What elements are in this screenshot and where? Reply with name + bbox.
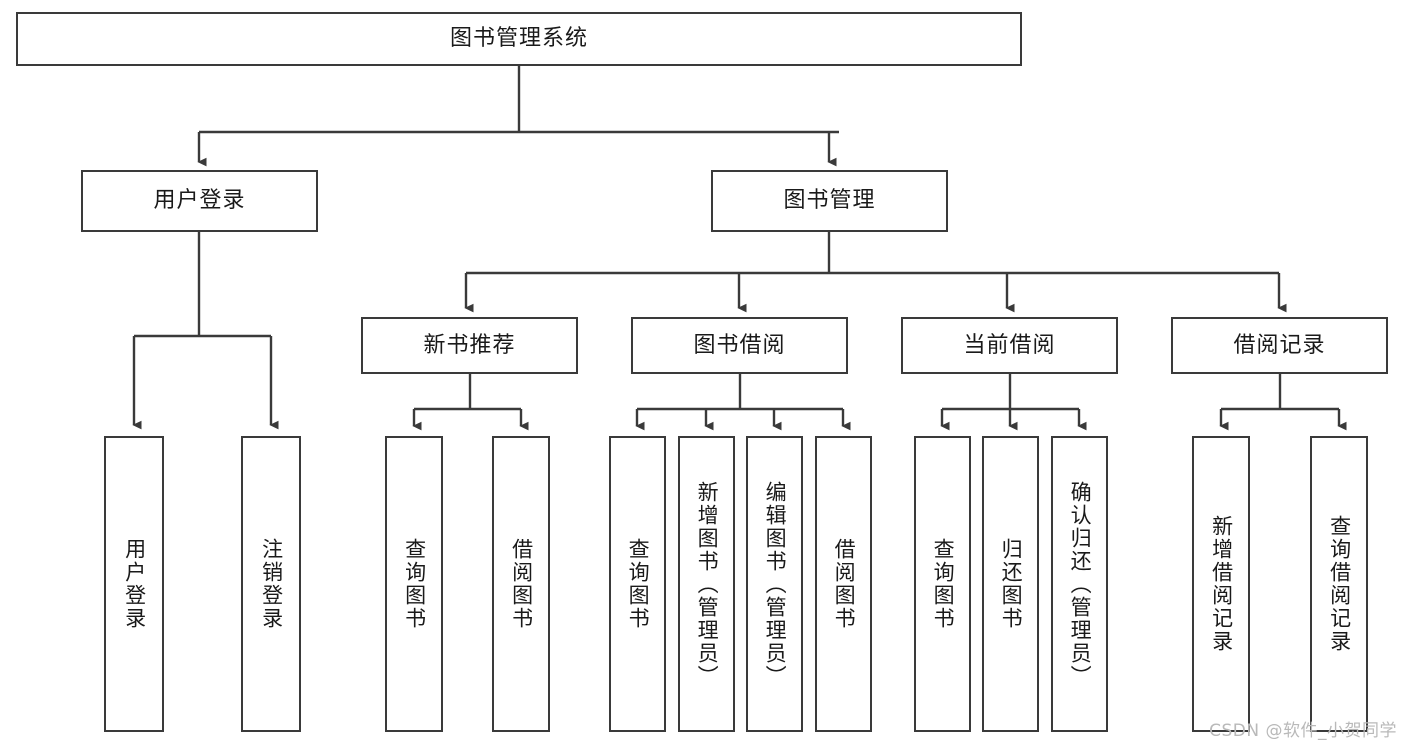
node-label: 借阅记录: [1233, 332, 1326, 358]
node-label: 编辑图书（管理员）: [763, 480, 788, 688]
leaf-book-borrow-borrow-book[interactable]: 借阅图书: [815, 436, 872, 732]
leaf-current-borrow-query-book[interactable]: 查询图书: [914, 436, 971, 732]
node-borrow-record[interactable]: 借阅记录: [1171, 317, 1388, 374]
node-label: 用户登录: [122, 538, 147, 630]
leaf-current-borrow-confirm-return-admin[interactable]: 确认归还（管理员）: [1051, 436, 1108, 732]
leaf-book-borrow-edit-book-admin[interactable]: 编辑图书（管理员）: [746, 436, 803, 732]
leaf-user-login-login[interactable]: 用户登录: [104, 436, 164, 732]
node-label: 用户登录: [153, 188, 246, 214]
leaf-user-login-logout[interactable]: 注销登录: [241, 436, 301, 732]
leaf-book-borrow-query-book[interactable]: 查询图书: [609, 436, 666, 732]
leaf-book-borrow-add-book-admin[interactable]: 新增图书（管理员）: [678, 436, 735, 732]
leaf-current-borrow-return-book[interactable]: 归还图书: [982, 436, 1039, 732]
node-label: 新增图书（管理员）: [695, 480, 720, 688]
node-label: 图书管理: [783, 188, 876, 214]
node-label: 确认归还（管理员）: [1068, 480, 1093, 688]
leaf-borrow-record-add-record[interactable]: 新增借阅记录: [1192, 436, 1250, 732]
leaf-borrow-record-query-record[interactable]: 查询借阅记录: [1310, 436, 1368, 732]
node-root-book-management-system[interactable]: 图书管理系统: [16, 12, 1022, 66]
node-label: 查询图书: [402, 538, 427, 630]
node-label: 查询图书: [931, 538, 956, 630]
node-label: 当前借阅: [963, 332, 1056, 358]
node-label: 新增借阅记录: [1209, 515, 1234, 653]
node-label: 查询借阅记录: [1327, 515, 1352, 653]
node-label: 归还图书: [999, 538, 1024, 630]
node-label: 查询图书: [626, 538, 651, 630]
csdn-watermark: CSDN @软件_小贺同学: [1209, 721, 1397, 741]
node-book-borrow[interactable]: 图书借阅: [631, 317, 848, 374]
node-book-management[interactable]: 图书管理: [711, 170, 948, 232]
leaf-new-book-borrow-book[interactable]: 借阅图书: [492, 436, 550, 732]
leaf-new-book-query-book[interactable]: 查询图书: [385, 436, 443, 732]
node-label: 注销登录: [259, 538, 284, 630]
node-label: 新书推荐: [423, 332, 516, 358]
node-new-book-recommend[interactable]: 新书推荐: [361, 317, 578, 374]
node-current-borrow[interactable]: 当前借阅: [901, 317, 1118, 374]
node-label: 借阅图书: [832, 538, 857, 630]
node-user-login[interactable]: 用户登录: [81, 170, 318, 232]
node-label: 图书管理系统: [449, 26, 588, 52]
node-label: 图书借阅: [693, 332, 786, 358]
node-label: 借阅图书: [509, 538, 534, 630]
